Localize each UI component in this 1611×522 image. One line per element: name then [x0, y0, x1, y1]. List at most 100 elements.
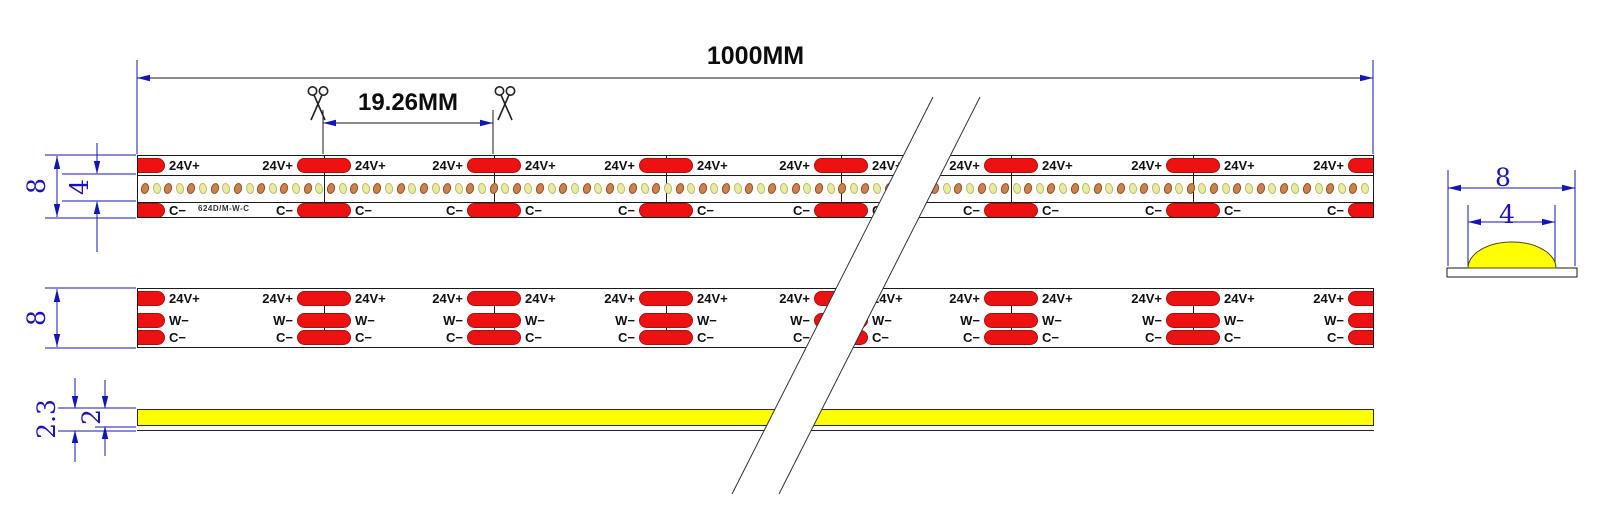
led-chip — [906, 182, 918, 195]
led-chip — [953, 182, 964, 195]
led-chip — [930, 182, 941, 195]
pad-label: C− — [446, 330, 463, 345]
led-chip — [976, 182, 987, 195]
pad-label: W− — [169, 313, 189, 328]
pad-label: W− — [1142, 313, 1162, 328]
pad-label: C− — [963, 202, 980, 218]
led-chip — [546, 182, 557, 195]
led-chip — [488, 182, 499, 195]
solder-pad — [1166, 313, 1220, 328]
arrowhead — [1360, 74, 1373, 82]
led-chip — [372, 182, 383, 195]
led-chip — [337, 182, 348, 195]
solder-pad — [1348, 330, 1373, 345]
solder-pad — [138, 313, 165, 328]
solder-pad — [639, 158, 693, 173]
led-chip — [1162, 182, 1173, 195]
led-chip — [1185, 182, 1197, 195]
pad-label: C− — [1224, 330, 1241, 345]
led-chip — [1116, 182, 1127, 195]
arrowhead — [53, 334, 61, 347]
pad-label: 24V+ — [779, 158, 810, 173]
pad-label: 24V+ — [1042, 158, 1073, 173]
solder-pad — [1166, 290, 1220, 306]
arrowhead — [1448, 184, 1461, 192]
strip-side-profile — [137, 409, 1374, 426]
led-chip — [465, 182, 476, 195]
led-chip — [384, 182, 394, 195]
pad-label: 24V+ — [355, 158, 386, 173]
led-chip — [395, 182, 406, 195]
solder-pad — [984, 158, 1038, 173]
strip-back-view: 24V+24V+W−W−C−C−24V+24V+W−W−C−C−24V+24V+… — [137, 288, 1374, 348]
led-chip — [1139, 182, 1150, 195]
pad-label: 24V+ — [1131, 158, 1162, 173]
pad-label: C− — [1145, 202, 1162, 218]
led-chip — [779, 182, 790, 195]
pad-label: W− — [960, 313, 980, 328]
solder-pad — [814, 158, 868, 173]
dimension-arrowheads — [53, 74, 1575, 443]
arrowhead — [93, 201, 101, 214]
pad-label: C− — [1042, 330, 1059, 345]
led-chip — [1011, 182, 1022, 195]
led-chip — [430, 182, 441, 195]
pad-label: 24V+ — [1131, 290, 1162, 306]
pad-label: 24V+ — [432, 158, 463, 173]
solder-pad — [814, 330, 868, 345]
solder-pad — [138, 290, 165, 306]
pad-label: 24V+ — [604, 158, 635, 173]
led-chip — [1243, 182, 1254, 195]
solder-pad — [138, 158, 165, 173]
solder-pad — [984, 313, 1038, 328]
led-chip — [186, 182, 197, 195]
led-chip — [1174, 182, 1184, 195]
led-chip — [1081, 182, 1091, 195]
led-dome — [1467, 241, 1557, 269]
solder-pad — [138, 330, 165, 345]
led-chip — [1057, 182, 1069, 195]
led-chip — [581, 182, 592, 195]
solder-pad — [467, 313, 521, 328]
arrowhead — [1542, 218, 1555, 226]
led-chip — [1150, 182, 1161, 195]
led-chip — [232, 182, 244, 195]
solder-pad — [297, 202, 351, 217]
pad-label: C− — [446, 202, 463, 218]
led-chip — [918, 182, 929, 195]
pad-label: 24V+ — [169, 158, 200, 173]
strip1-width-dimension: 8 — [21, 178, 51, 194]
led-chip — [221, 182, 232, 195]
pad-label: C− — [1224, 202, 1241, 218]
pad-label: C− — [1327, 330, 1344, 345]
led-chip — [732, 182, 743, 195]
pad-label: 24V+ — [262, 290, 293, 306]
pad-label: C− — [1327, 202, 1344, 218]
led-chip — [883, 182, 894, 195]
pad-label: C− — [697, 202, 714, 218]
pad-label: C− — [276, 202, 293, 218]
section-dome-width-dimension: 4 — [1499, 199, 1515, 229]
pad-label: W− — [1324, 313, 1344, 328]
pad-label: W− — [615, 313, 635, 328]
led-chip — [686, 182, 697, 195]
solder-pad — [639, 330, 693, 345]
led-chip — [209, 182, 221, 195]
solder-pad — [639, 313, 693, 328]
led-chip — [1197, 182, 1208, 195]
led-chip — [198, 182, 208, 195]
led-chip — [744, 182, 755, 195]
strip2-width-dimension: 8 — [21, 310, 51, 326]
pad-label: 24V+ — [1313, 158, 1344, 173]
led-chip — [999, 182, 1011, 195]
led-chip — [1208, 182, 1220, 195]
led-chip — [244, 182, 255, 195]
led-chip — [453, 182, 464, 195]
led-chip — [837, 182, 848, 195]
cut-length-dimension: 19.26MM — [357, 89, 459, 116]
pad-label: 24V+ — [262, 158, 293, 173]
led-chip — [279, 182, 290, 195]
pad-label: 24V+ — [949, 158, 980, 173]
led-chip — [593, 182, 604, 195]
cross-section-view — [1446, 241, 1578, 278]
